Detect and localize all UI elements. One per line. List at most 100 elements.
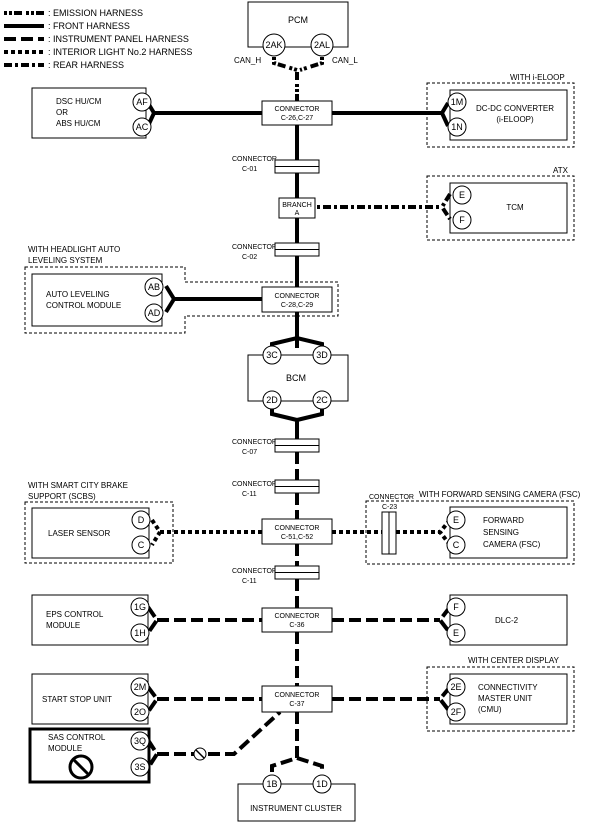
sas-wire [157,710,282,756]
autolevel-label-1: AUTO LEVELING [46,290,109,299]
connector-c01: CONNECTOR C-01 [232,156,320,174]
dcdc-pin-1m [447,92,467,112]
autolevel-pin-ab-label: AB [148,282,160,292]
autolevel-pin-fork [164,284,177,314]
connector-c28-label-1: CONNECTOR [275,293,320,300]
connector-c23: CONNECTOR C-23 [369,494,414,555]
fsc-pin-fork [437,518,452,547]
legend: : EMISSION HARNESS : FRONT HARNESS : INS… [4,8,192,70]
connector-c37-label-2: C-37 [289,701,304,708]
sas-pin-fork [146,738,160,770]
connector-c11-lower: CONNECTOR C-11 [232,565,320,585]
legend-instrument-label: : INSTRUMENT PANEL HARNESS [48,34,189,44]
tcm-label: TCM [506,203,524,212]
eps-label-2: MODULE [46,621,80,630]
sas-pin-3q-label: 3Q [134,736,146,746]
startstop-pin-2o [130,702,150,722]
fsc-tag: WITH FORWARD SENSING CAMERA (FSC) [419,490,581,499]
startstop-pin-2m [130,677,150,697]
legend-interior-label: : INTERIOR LIGHT No.2 HARNESS [48,47,192,57]
autolevel-pin-ad [144,303,164,323]
dlc-pin-e [446,623,466,643]
connector-c51: CONNECTOR C-51,C-52 [261,518,333,545]
fsc-pin-c-label: C [453,540,460,550]
fsc-pin-e [446,510,466,530]
laser-label: LASER SENSOR [48,529,110,538]
cluster-module: INSTRUMENT CLUSTER 1B 1D [237,774,356,822]
bcm-pin-3d [312,345,332,365]
pcm-pin-2al [310,33,334,57]
prohibited-icon [68,754,94,780]
fsc-pin-e-label: E [453,515,459,525]
dcdc-pin-fork [439,101,450,127]
dcdc-module: WITH i-ELOOP DC-DC CONVERTER (i-ELOOP) 1… [426,73,575,148]
connector-c36-label-1: CONNECTOR [275,613,320,620]
bcm-pin-3c [262,345,282,365]
dcdc-tag: WITH i-ELOOP [510,73,565,82]
laser-pin-fork [150,518,163,547]
laser-module: WITH SMART CITY BRAKE SUPPORT (SCBS) LAS… [24,481,174,564]
connector-c01-label-2: C-01 [242,166,257,173]
branch-a: BRANCH A [278,197,316,219]
tcm-pin-f [452,210,472,230]
bcm-pin-2c-label: 2C [316,395,328,405]
connector-c01-label-1: CONNECTOR [232,156,277,163]
cluster-wire [270,712,324,772]
eps-pin-1g-label: 1G [134,602,146,612]
cmu-pin-fork [437,685,452,714]
startstop-label: START STOP UNIT [42,695,112,704]
dcdc-pin-1m-label: 1M [451,97,464,107]
cluster-pin-1b [262,774,282,794]
connector-c36: CONNECTOR C-36 [261,607,333,633]
connector-c51-label-1: CONNECTOR [275,525,320,532]
fsc-label-2: SENSING [483,528,519,537]
autolevel-label-2: CONTROL MODULE [46,301,121,310]
dcdc-label-2: (i-ELOOP) [496,115,534,124]
eps-pin-1h [130,623,150,643]
cmu-pin-2e [446,677,466,697]
dsc-pin-af [132,92,152,112]
laser-pin-d-label: D [138,515,145,525]
dsc-label-2: OR [56,108,68,117]
dcdc-pin-1n [447,117,467,137]
autolevel-tag-1: WITH HEADLIGHT AUTO [28,245,120,254]
dsc-label-1: DSC HU/CM [56,97,102,106]
sas-label-1: SAS CONTROL [48,733,106,742]
tcm-pin-fork [439,192,452,221]
pcm-pin-2ak [262,33,286,57]
connector-c07-label-2: C-07 [242,449,257,456]
cmu-label-1: CONNECTIVITY [478,683,538,692]
sas-module: SAS CONTROL MODULE 3Q 3S [28,727,151,784]
legend-emission-label: : EMISSION HARNESS [48,8,143,18]
startstop-module: START STOP UNIT 2M 2O [31,673,150,725]
connector-c23-label-1: CONNECTOR [369,494,414,501]
laser-pin-c-label: C [138,540,145,550]
startstop-pin-2m-label: 2M [134,682,147,692]
cmu-tag: WITH CENTER DISPLAY [468,656,560,665]
cmu-label-3: (CMU) [478,705,502,714]
sas-wire-prohibited-icon [193,747,207,761]
sas-label-2: MODULE [48,744,82,753]
cmu-pin-2e-label: 2E [450,682,461,692]
legend-rear-label: : REAR HARNESS [48,60,124,70]
dlc-pin-e-label: E [453,628,459,638]
dlc-pin-f [446,597,466,617]
fsc-label-3: CAMERA (FSC) [483,540,541,549]
autolevel-pin-ad-label: AD [148,308,161,318]
can-l-label: CAN_L [332,56,358,65]
laser-tag-1: WITH SMART CITY BRAKE [28,481,128,490]
dlc-pin-f-label: F [453,602,459,612]
connector-c26: CONNECTOR C-26,C-27 [261,100,333,126]
cmu-label-2: MASTER UNIT [478,694,532,703]
tcm-pin-e-label: E [459,190,465,200]
connector-c37: CONNECTOR C-37 [261,685,333,713]
autolevel-pin-ab [144,277,164,297]
connector-c02: CONNECTOR C-02 [232,242,320,261]
bcm-pin-2d-label: 2D [266,395,278,405]
bcm-module: BCM 3C 3D 2D 2C [247,345,349,410]
eps-pin-fork [146,605,160,635]
dsc-pin-af-label: AF [136,97,148,107]
dsc-module: DSC HU/CM OR ABS HU/CM AF AC [31,87,152,139]
eps-module: EPS CONTROL MODULE 1G 1H [31,594,150,646]
